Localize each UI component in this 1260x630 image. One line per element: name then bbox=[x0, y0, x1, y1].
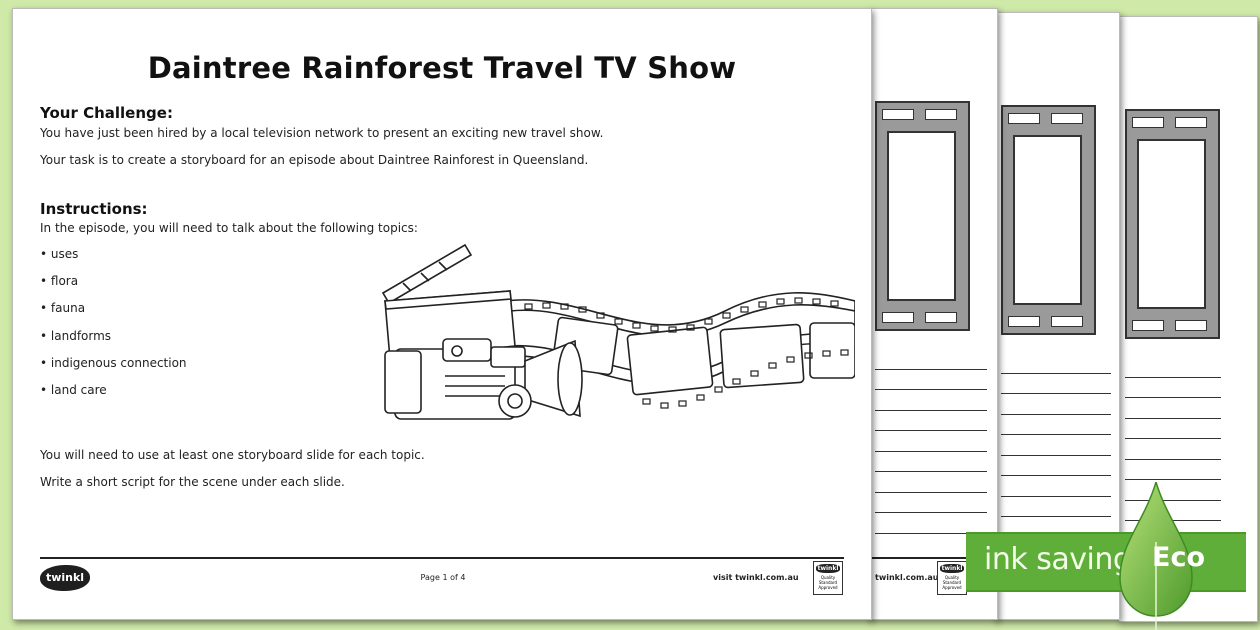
list-item: landforms bbox=[40, 329, 187, 356]
page-number: Page 1 of 4 bbox=[420, 573, 466, 582]
camera-film-illustration bbox=[381, 243, 855, 420]
film-frame bbox=[1125, 109, 1220, 339]
instructions-note-2: Write a short script for the scene under… bbox=[40, 475, 345, 489]
list-item: land care bbox=[40, 383, 187, 410]
eco-banner-text: ink saving bbox=[984, 542, 1132, 577]
list-item: indigenous connection bbox=[40, 356, 187, 383]
footer-visit-link[interactable]: visit twinkl.com.au bbox=[713, 573, 799, 582]
film-hole bbox=[1132, 320, 1164, 331]
footer-divider bbox=[40, 557, 844, 559]
leaf-drop-icon bbox=[1119, 482, 1193, 630]
film-hole bbox=[1051, 316, 1083, 327]
storyboard-slide bbox=[1013, 135, 1082, 305]
storyboard-slide bbox=[887, 131, 956, 301]
film-hole bbox=[1175, 117, 1207, 128]
film-hole bbox=[1175, 320, 1207, 331]
film-hole bbox=[1051, 113, 1083, 124]
eco-label: Eco bbox=[1152, 542, 1205, 573]
worksheet-page-1: Daintree Rainforest Travel TV Show Your … bbox=[12, 8, 872, 620]
list-item: fauna bbox=[40, 301, 187, 328]
worksheet-page-3 bbox=[994, 12, 1120, 620]
film-frame bbox=[1001, 105, 1096, 335]
film-hole bbox=[925, 109, 957, 120]
film-hole bbox=[1132, 117, 1164, 128]
film-hole bbox=[925, 312, 957, 323]
film-frame bbox=[875, 101, 970, 331]
challenge-heading: Your Challenge: bbox=[40, 104, 173, 122]
worksheet-page-2: twinkl.com.au twinkl Quality Standard Ap… bbox=[868, 8, 998, 620]
page-title: Daintree Rainforest Travel TV Show bbox=[147, 51, 737, 85]
instructions-intro: In the episode, you will need to talk ab… bbox=[40, 221, 418, 235]
eco-ink-saving-banner: ink saving Eco bbox=[966, 482, 1246, 630]
list-item: flora bbox=[40, 274, 187, 301]
topics-list: uses flora fauna landforms indigenous co… bbox=[40, 247, 187, 410]
instructions-note-1: You will need to use at least one storyb… bbox=[40, 448, 425, 462]
footer-visit-link[interactable]: twinkl.com.au bbox=[875, 573, 939, 582]
list-item: uses bbox=[40, 247, 187, 274]
instructions-heading: Instructions: bbox=[40, 200, 148, 218]
quality-badge: twinkl Quality Standard Approved bbox=[937, 561, 967, 595]
challenge-text-1: You have just been hired by a local tele… bbox=[40, 126, 604, 140]
storyboard-slide bbox=[1137, 139, 1206, 309]
film-hole bbox=[882, 109, 914, 120]
script-lines bbox=[1001, 353, 1111, 538]
film-hole bbox=[1008, 316, 1040, 327]
script-lines bbox=[875, 349, 987, 534]
film-hole bbox=[1008, 113, 1040, 124]
challenge-text-2: Your task is to create a storyboard for … bbox=[40, 153, 589, 167]
film-hole bbox=[882, 312, 914, 323]
twinkl-logo[interactable]: twinkl bbox=[40, 565, 90, 591]
quality-badge: twinkl Quality Standard Approved bbox=[813, 561, 843, 595]
